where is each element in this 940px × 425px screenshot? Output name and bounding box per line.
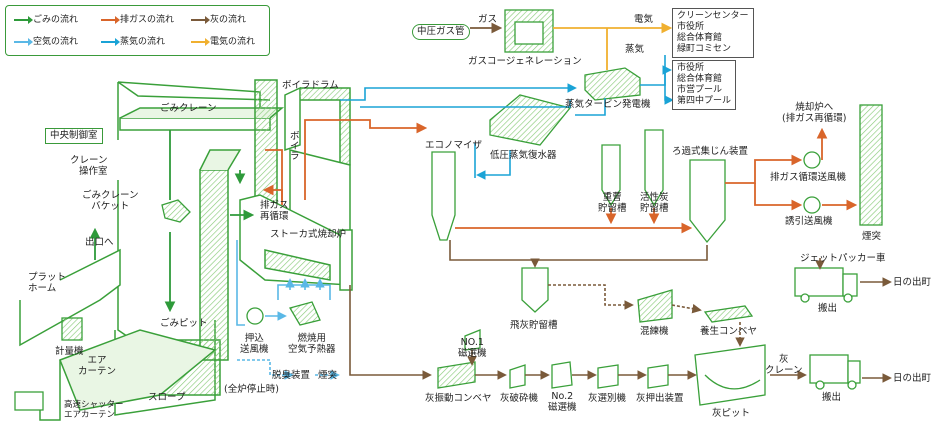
ash-flow bbox=[349, 240, 892, 383]
equipment bbox=[14, 9, 883, 411]
platform-label: プラット ホーム bbox=[28, 272, 67, 294]
electricity-text-label: 電気 bbox=[634, 14, 654, 25]
curing-conveyor-label: 養生コンベヤ bbox=[700, 326, 758, 337]
no2-separator-label: No.2 磁選機 bbox=[548, 391, 577, 413]
exhaust-arrow-icon bbox=[101, 15, 120, 24]
carry-out-2-label: 搬出 bbox=[822, 392, 842, 403]
ash-pit-label: 灰ピット bbox=[712, 408, 751, 419]
turbine-label: 蒸気タービン発電機 bbox=[565, 99, 651, 110]
legend-ash: 灰の流れ bbox=[191, 15, 246, 25]
bag-filter-label: ろ過式集じん装置 bbox=[672, 146, 749, 157]
legend-electricity: 電気の流れ bbox=[191, 37, 255, 47]
crane-bucket-label: ごみクレーン バケット bbox=[82, 190, 139, 212]
chimney-label: 煙突 bbox=[862, 231, 882, 242]
legend-air: 空気の流れ bbox=[14, 37, 78, 47]
steam-flow bbox=[340, 55, 674, 180]
carry-out-1-label: 搬出 bbox=[818, 303, 838, 314]
ash-arrow-icon bbox=[191, 15, 210, 24]
legend-electricity-label: 電気の流れ bbox=[210, 37, 256, 47]
economizer-label: エコノマイザ bbox=[425, 140, 483, 151]
building-structure bbox=[19, 79, 353, 421]
condenser-label: 低圧蒸気復水器 bbox=[490, 150, 557, 161]
carbon-silo-label: 活性炭 貯留槽 bbox=[640, 192, 669, 214]
to-incinerator-label: 焼却炉へ (排ガス再循環) bbox=[782, 102, 847, 124]
medium-gas-pipe-label: 中圧ガス管 bbox=[412, 24, 470, 40]
steam-destinations: 市役所 総合体育館 市営プール 第四中プール bbox=[672, 60, 737, 110]
soda-silo-label: 重曹 貯留槽 bbox=[598, 192, 627, 214]
electricity-arrow-icon bbox=[191, 37, 210, 46]
waste-arrow-icon bbox=[14, 15, 33, 24]
fly-ash-silo-label: 飛灰貯留槽 bbox=[510, 320, 558, 331]
air-flow bbox=[236, 240, 340, 380]
air-curtain-label: エア カーテン bbox=[78, 355, 117, 377]
full-stop-label: (全炉停止時) bbox=[224, 384, 279, 395]
push-fan-label: 押込 送風機 bbox=[240, 333, 269, 355]
waste-flow bbox=[89, 130, 255, 313]
legend-steam: 蒸気の流れ bbox=[101, 37, 165, 47]
gas-label: ガス bbox=[478, 14, 498, 25]
crane-room-label: クレーン 操作室 bbox=[70, 155, 108, 177]
air-arrow-icon bbox=[14, 37, 33, 46]
stack-out-label: 煙突 bbox=[318, 370, 338, 381]
mixer-label: 混練機 bbox=[640, 326, 669, 337]
boiler-drum-label: ボイラドラム bbox=[282, 80, 339, 91]
ash-crane-label: 灰 クレーン bbox=[765, 354, 803, 376]
steam-arrow-icon bbox=[101, 37, 120, 46]
crusher-label: 灰破砕機 bbox=[500, 393, 539, 404]
pusher-label: 灰押出装置 bbox=[636, 393, 684, 404]
jet-packer-label: ジェットパッカー車 bbox=[800, 253, 886, 264]
waste-crane-label: ごみクレーン bbox=[160, 103, 217, 114]
legend-exhaust: 排ガスの流れ bbox=[101, 15, 174, 25]
central-control-label: 中央制御室 bbox=[45, 128, 103, 144]
steam-text-label: 蒸気 bbox=[625, 44, 645, 55]
induced-fan-label: 誘引送風機 bbox=[785, 216, 833, 227]
legend-waste-label: ごみの流れ bbox=[33, 15, 79, 25]
legend-air-label: 空気の流れ bbox=[33, 37, 79, 47]
cogeneration-label: ガスコージェネレーション bbox=[468, 56, 582, 67]
stoker-label: ストーカ式焼却炉 bbox=[270, 229, 347, 240]
legend-ash-label: 灰の流れ bbox=[210, 15, 247, 25]
to-hinode-1-label: 日の出町 bbox=[893, 277, 932, 288]
legend: ごみの流れ 排ガスの流れ 灰の流れ 空気の流れ 蒸気の流れ 電気の流れ bbox=[5, 5, 270, 56]
sorter-label: 灰選別機 bbox=[588, 393, 627, 404]
exhaust-recirc-label: 排ガス 再循環 bbox=[260, 200, 289, 222]
exhaust-flow bbox=[262, 119, 858, 234]
legend-exhaust-label: 排ガスの流れ bbox=[120, 15, 175, 25]
shutter-label: 高速シャッター エアカーテン bbox=[64, 400, 124, 420]
no1-separator-label: NO.1 磁選機 bbox=[458, 337, 487, 359]
boiler-label: ボ イ ラ bbox=[290, 131, 300, 162]
deodorizer-label: 脱臭装置 bbox=[272, 370, 311, 381]
electric-flow bbox=[470, 22, 673, 70]
waste-pit-label: ごみピット bbox=[160, 318, 208, 329]
exit-label: 出口へ bbox=[85, 237, 114, 248]
ash-conveyor-label: 灰振動コンベヤ bbox=[425, 393, 492, 404]
legend-waste: ごみの流れ bbox=[14, 15, 78, 25]
scale-label: 計量機 bbox=[55, 346, 84, 357]
legend-steam-label: 蒸気の流れ bbox=[120, 37, 166, 47]
recirc-fan-label: 排ガス循環送風機 bbox=[770, 172, 847, 183]
air-preheater-label: 燃焼用 空気予熱器 bbox=[288, 333, 336, 355]
electricity-destinations: クリーンセンター 市役所 総合体育館 緑町コミセン bbox=[672, 8, 754, 58]
to-hinode-2-label: 日の出町 bbox=[893, 373, 932, 384]
slope-label: スロープ bbox=[148, 392, 186, 403]
